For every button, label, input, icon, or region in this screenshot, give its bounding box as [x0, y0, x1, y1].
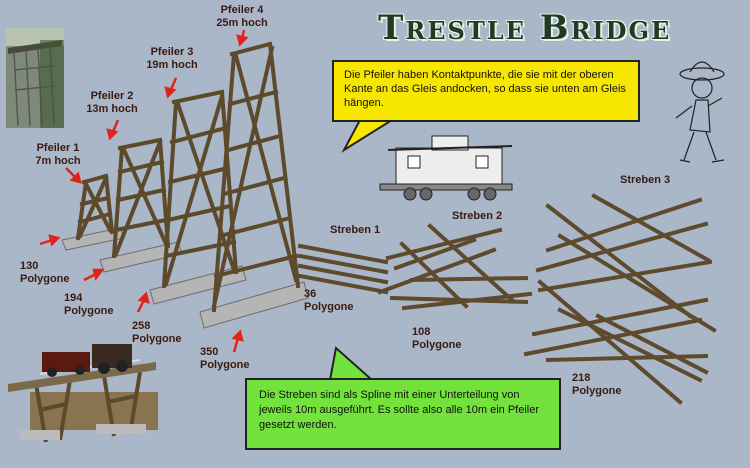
trestle-pillars [61, 41, 309, 329]
strut-2-label: Streben 2 [452, 210, 503, 222]
pillar-3-polygons: 258 Polygone [132, 320, 182, 345]
bridge-photo [6, 28, 64, 128]
strut-1-polygons: 36 Polygone [304, 288, 354, 313]
info-bubble-green: Die Streben sind als Spline mit einer Un… [245, 378, 561, 450]
caboose-sketch [379, 135, 513, 201]
strut-2-polygons: 108 Polygone [412, 326, 462, 351]
strut-3-label: Streben 3 [620, 174, 671, 186]
train-on-trestle [8, 344, 158, 443]
info-bubble-yellow: Die Pfeiler haben Kontaktpunkte, die sie… [332, 60, 640, 122]
pillar-3-label: Pfeiler 3 19m hoch [146, 46, 198, 71]
pillar-1-label: Pfeiler 1 7m hoch [35, 142, 81, 167]
strut-bundles [297, 193, 717, 405]
pointer-arrows [39, 29, 249, 353]
strut-1-label: Streben 1 [330, 224, 381, 236]
strut-3-polygons: 218 Polygone [572, 372, 622, 397]
yellow-bubble-tail [341, 119, 396, 153]
pillar-4-label: Pfeiler 4 25m hoch [216, 4, 268, 29]
cowboy-sketch [675, 61, 725, 163]
pillar-4-polygons: 350 Polygone [200, 346, 250, 371]
page-title: Trestle Bridge [378, 8, 672, 48]
pillar-1-polygons: 130 Polygone [20, 260, 70, 285]
pillar-2-polygons: 194 Polygone [64, 292, 114, 317]
green-bubble-tail [328, 346, 375, 381]
pillar-2-label: Pfeiler 2 13m hoch [86, 90, 138, 115]
